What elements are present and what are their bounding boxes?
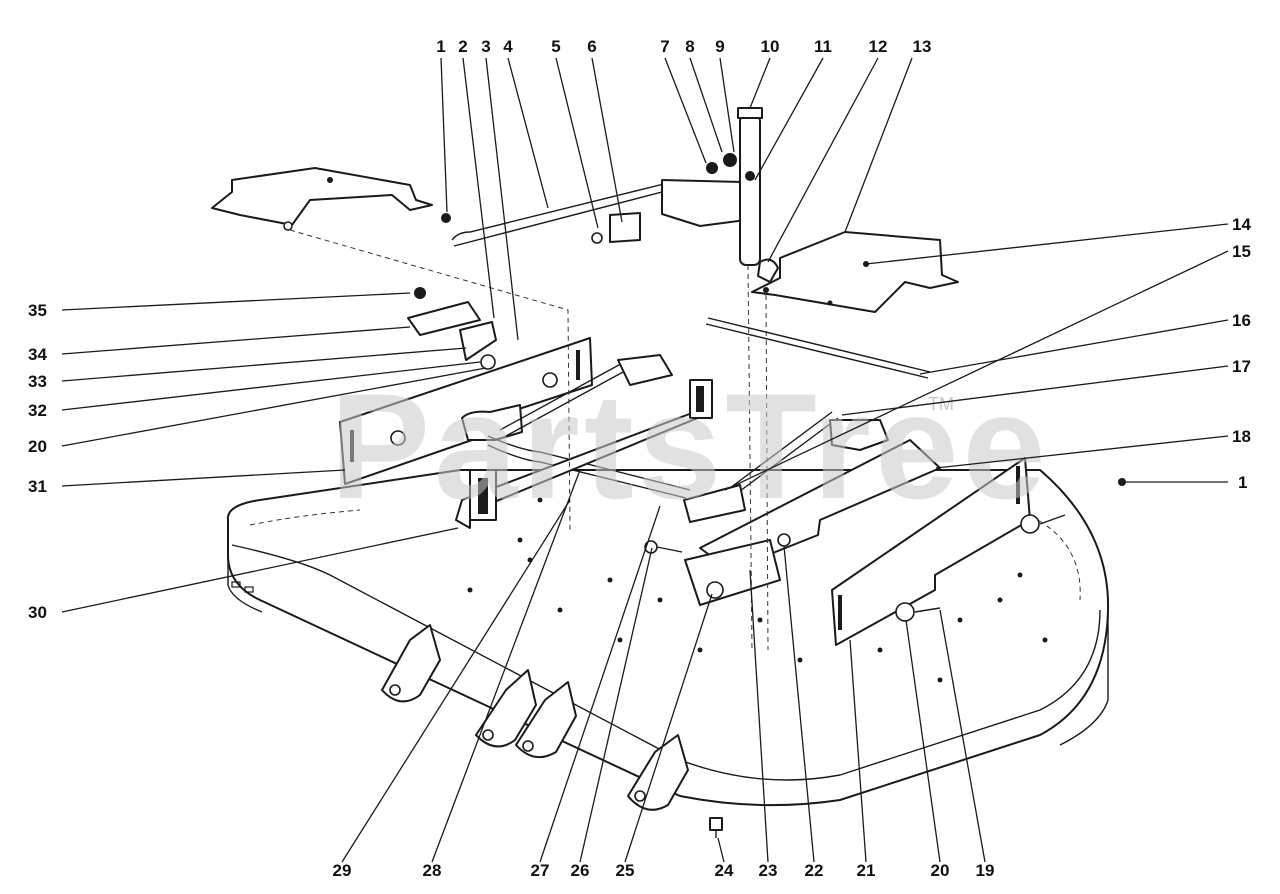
callout-12: 12	[869, 37, 888, 56]
callout-6: 6	[587, 37, 596, 56]
callout-1-right: 1	[1238, 473, 1247, 492]
center-support-rails	[455, 379, 713, 529]
callout-8: 8	[685, 37, 694, 56]
watermark-trademark: TM	[928, 394, 954, 414]
callout-22: 22	[805, 861, 824, 880]
callout-29: 29	[333, 861, 352, 880]
callout-13: 13	[913, 37, 932, 56]
center-linkage-rods	[461, 354, 889, 523]
callout-2: 2	[458, 37, 467, 56]
right-rail	[684, 439, 941, 606]
callout-30: 30	[28, 603, 47, 622]
upper-left-bracket	[211, 167, 433, 231]
upper-right-bracket	[751, 231, 959, 313]
callout-21: 21	[857, 861, 876, 880]
callout-28: 28	[423, 861, 442, 880]
callout-9: 9	[715, 37, 724, 56]
lift-rod-assembly	[451, 107, 779, 283]
callout-10: 10	[761, 37, 780, 56]
callout-numbers: 1 2 3 4 5 6 7 8 9 10 11 12 13 14 15 16 1…	[28, 37, 1251, 880]
callout-17: 17	[1232, 357, 1251, 376]
callout-15: 15	[1232, 242, 1251, 261]
deck-baffle-brackets	[381, 624, 689, 811]
left-hanger-plate	[339, 337, 593, 485]
callout-7: 7	[660, 37, 669, 56]
callout-16: 16	[1232, 311, 1251, 330]
callout-11: 11	[814, 37, 832, 56]
cross-shaft	[705, 317, 931, 379]
callout-20-left: 20	[28, 437, 47, 456]
callout-27: 27	[531, 861, 550, 880]
link-plates-and-hardware	[289, 213, 1126, 838]
callout-34: 34	[28, 345, 47, 364]
callout-35: 35	[28, 301, 47, 320]
callout-33: 33	[28, 372, 47, 391]
callout-14: 14	[1232, 215, 1251, 234]
callout-26: 26	[571, 861, 590, 880]
leader-lines	[61, 57, 1229, 863]
watermark-text: PartsTree	[330, 362, 1050, 530]
callout-25: 25	[616, 861, 635, 880]
callout-18: 18	[1232, 427, 1251, 446]
callout-24: 24	[715, 861, 734, 880]
callout-20-bottom: 20	[931, 861, 950, 880]
callout-3: 3	[481, 37, 490, 56]
callout-4: 4	[503, 37, 513, 56]
callout-19: 19	[976, 861, 995, 880]
callout-1-top: 1	[436, 37, 445, 56]
watermark: PartsTree TM	[330, 362, 1050, 530]
callout-32: 32	[28, 401, 47, 420]
callout-31: 31	[28, 477, 47, 496]
callout-5: 5	[551, 37, 560, 56]
right-hanger-plate	[831, 457, 1066, 646]
callout-23: 23	[759, 861, 778, 880]
